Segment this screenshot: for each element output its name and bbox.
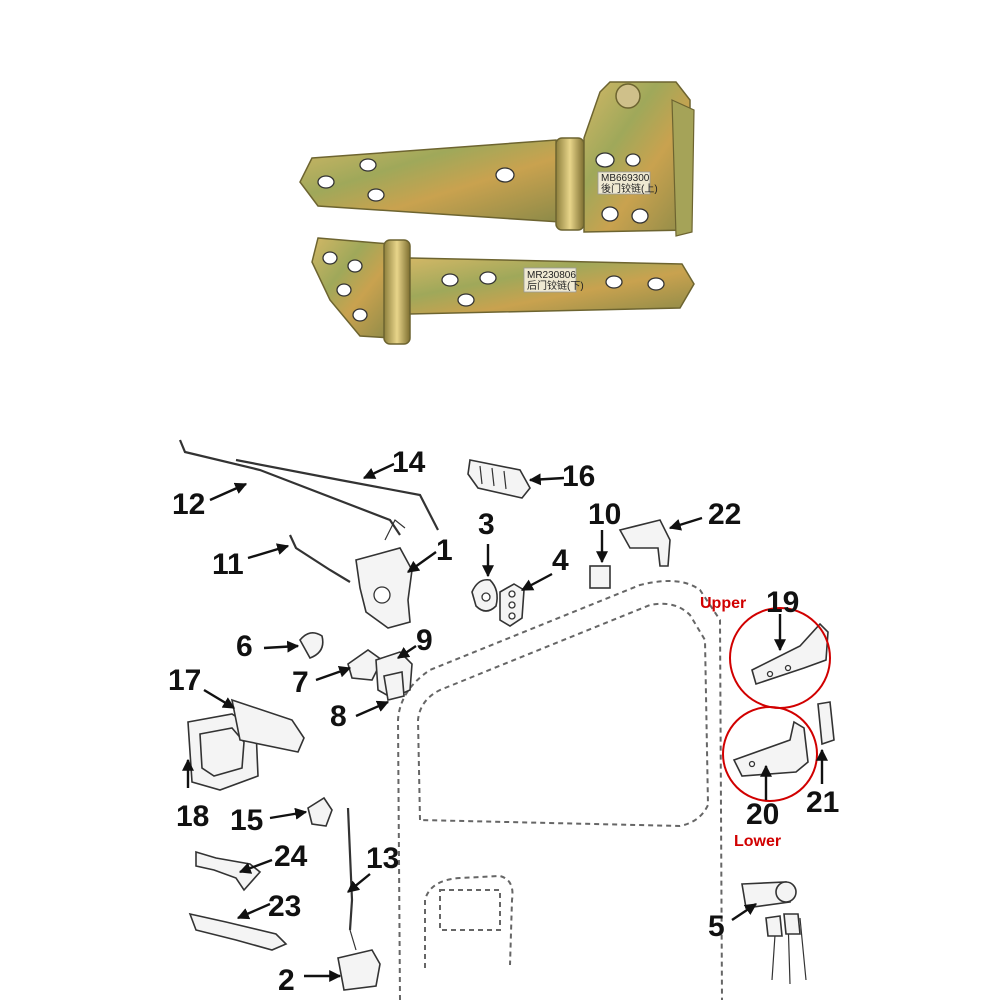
upper-hinge-sticker xyxy=(597,171,651,195)
tailgate-outline xyxy=(396,580,723,1001)
callout-22: 22 xyxy=(708,498,741,531)
part-15 xyxy=(307,796,333,827)
part-10 xyxy=(589,565,611,589)
inner-handle-17-18 xyxy=(187,698,305,791)
rod-13 xyxy=(346,807,354,931)
callout-21: 21 xyxy=(806,786,839,819)
callout-17: 17 xyxy=(168,664,201,697)
callout-8: 8 xyxy=(330,700,347,733)
bracket-22 xyxy=(618,519,671,567)
callout-2: 2 xyxy=(278,964,295,997)
part-4 xyxy=(499,583,525,627)
part-6 xyxy=(299,632,324,659)
lower-hinge-photo: MR230806 后门铰链(下) xyxy=(311,237,695,345)
lower-hinge-sticker xyxy=(523,267,577,293)
callout-5: 5 xyxy=(708,910,725,943)
lower-hinge-part-name: 后门铰链(下) xyxy=(527,279,584,292)
callout-23: 23 xyxy=(268,890,301,923)
rod-14 xyxy=(235,458,439,531)
callout-9: 9 xyxy=(416,624,433,657)
latch-1 xyxy=(355,519,413,629)
callout-19: 19 xyxy=(766,586,799,619)
part-3 xyxy=(471,578,498,612)
callout-10: 10 xyxy=(588,498,621,531)
part-21 xyxy=(817,701,835,746)
callout-14: 14 xyxy=(392,446,426,479)
callout-20: 20 xyxy=(746,798,779,831)
actuator-2 xyxy=(337,929,381,991)
upper-annotation: Upper xyxy=(700,595,746,612)
hinge-drawing-20 xyxy=(732,720,809,777)
upper-hinge-part-name: 後门铰链(上) xyxy=(601,182,658,195)
callout-18: 18 xyxy=(176,800,209,833)
callout-24: 24 xyxy=(274,840,308,873)
part-23 xyxy=(188,912,288,951)
lower-annotation: Lower xyxy=(734,833,781,850)
upper-hinge-part-number: MB669300 xyxy=(601,173,650,184)
lock-cylinder-5 xyxy=(741,881,807,985)
callout-6: 6 xyxy=(236,630,253,663)
upper-hinge-photo: MB669300 後门铰链(上) xyxy=(299,81,695,237)
callout-11: 11 xyxy=(212,548,244,581)
rod-12 xyxy=(178,439,401,536)
lower-hinge-part-number: MR230806 xyxy=(527,270,576,281)
callout-3: 3 xyxy=(478,508,495,541)
callout-1: 1 xyxy=(436,534,453,567)
callout-15: 15 xyxy=(230,804,263,837)
callout-4: 4 xyxy=(552,544,569,577)
handle-16 xyxy=(467,459,531,499)
callout-arrows xyxy=(182,462,828,982)
part-24 xyxy=(195,850,262,892)
callout-7: 7 xyxy=(292,666,309,699)
callout-13: 13 xyxy=(366,842,399,875)
callout-16: 16 xyxy=(562,460,595,493)
hinge-drawing-19 xyxy=(751,622,829,686)
rod-11 xyxy=(289,534,351,583)
callout-12: 12 xyxy=(172,488,205,521)
